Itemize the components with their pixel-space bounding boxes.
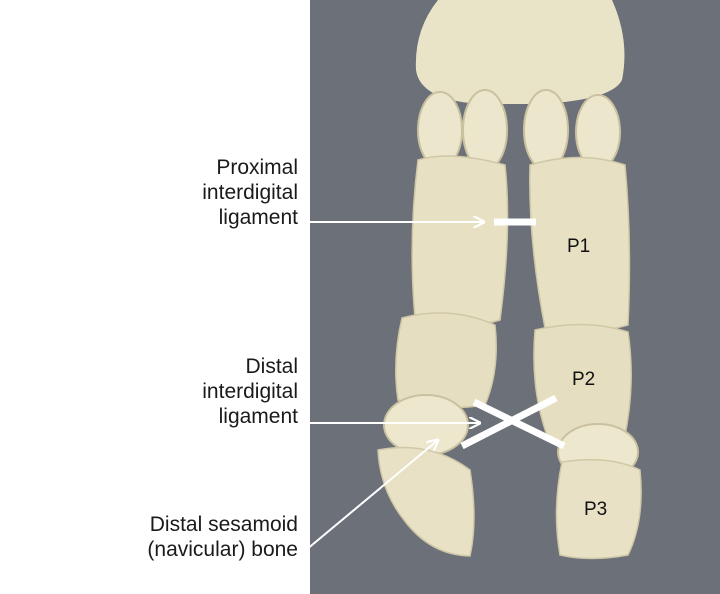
right-proximal-phalanx [529, 156, 631, 334]
distal-ligament-marker-a [472, 398, 566, 450]
sesamoid-label: Distal sesamoid (navicular) bone [147, 513, 298, 561]
distal-ligament-label: Distal interdigital ligament [202, 355, 298, 428]
p1-label: P1 [567, 236, 591, 257]
sesamoid-arrow [305, 440, 438, 551]
distal-ligament-marker-b [460, 394, 558, 450]
left-proximal-phalanx [411, 155, 509, 326]
p3-label: P3 [584, 499, 608, 520]
p2-label: P2 [572, 369, 596, 390]
left-middle-phalanx [395, 312, 497, 409]
navicular-bone-left [383, 394, 469, 456]
metacarpal-bone [415, 0, 625, 104]
right-distal-phalanx [555, 459, 642, 560]
left-distal-phalanx [377, 446, 475, 557]
proximal-ligament-label: Proximal interdigital ligament [202, 156, 298, 229]
proximal-sesamoid-bones [417, 89, 621, 171]
